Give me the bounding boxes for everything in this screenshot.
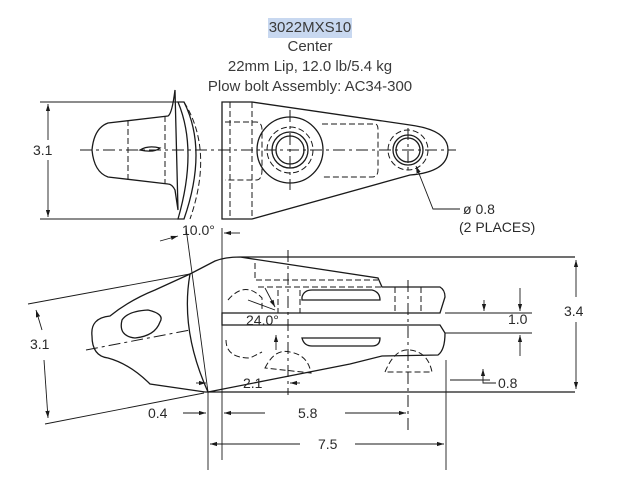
inner-angle-dim: 24.0° (246, 312, 279, 328)
part-number: 3022MXS10 (267, 18, 353, 38)
overall-height-dim: 3.4 (564, 303, 584, 319)
dim-7-5: 7.5 (318, 436, 338, 452)
hole-dim: ø 0.8 (463, 201, 495, 217)
top-height-dim: 3.1 (33, 142, 53, 158)
lip-offset-dim: 0.8 (498, 375, 518, 391)
adapter-body-side (189, 256, 575, 393)
top-view: 3.1 ø 0.8 (2 PLACES) (33, 89, 535, 235)
dim-2-1: 2.1 (243, 375, 263, 391)
tip-height-dim: 3.1 (30, 336, 50, 352)
tooth-tip-top (91, 89, 179, 211)
dim-5-8: 5.8 (298, 405, 318, 421)
hole-note: (2 PLACES) (459, 219, 535, 235)
dim-0-4: 0.4 (148, 405, 168, 421)
position-label: Center (287, 38, 333, 55)
tip-angle-dim: 10.0° (182, 222, 215, 238)
tooth-tip-side (91, 272, 210, 393)
assembly-label: Plow bolt Assembly: AC34-300 (207, 78, 413, 95)
collar-top (177, 101, 197, 220)
spec-label: 22mm Lip, 12.0 lb/5.4 kg (227, 58, 393, 75)
side-view: 10.0° 3.1 24.0° (27, 222, 584, 470)
slot-width-dim: 1.0 (508, 311, 528, 327)
